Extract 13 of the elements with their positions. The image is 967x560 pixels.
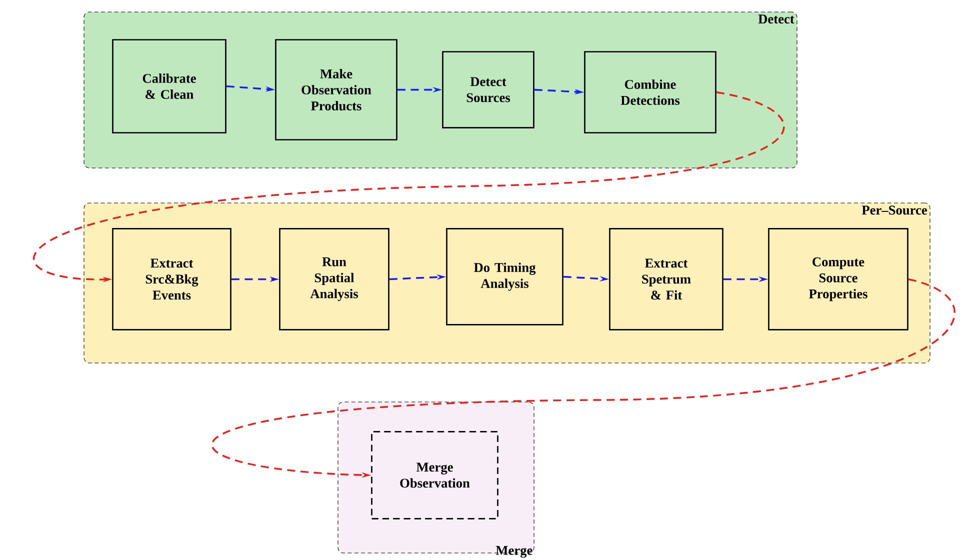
process-box: Extract Src&Bkg Events xyxy=(112,228,232,330)
process-box: Do Timing Analysis xyxy=(446,228,564,326)
process-box: Calibrate & Clean xyxy=(112,39,226,134)
group-label: Per–Source xyxy=(862,206,927,215)
process-box: Extract Spetrum & Fit xyxy=(609,228,724,330)
process-box: Merge Observation xyxy=(371,431,498,520)
process-box: Detect Sources xyxy=(442,51,534,128)
process-box: Make Observation Products xyxy=(275,39,398,140)
process-box: Combine Detections xyxy=(584,51,716,134)
process-box: Compute Source Properties xyxy=(768,228,908,330)
group-label: Merge xyxy=(496,546,532,558)
group-label: Detect xyxy=(758,14,794,24)
process-box: Run Spatial Analysis xyxy=(279,228,390,330)
